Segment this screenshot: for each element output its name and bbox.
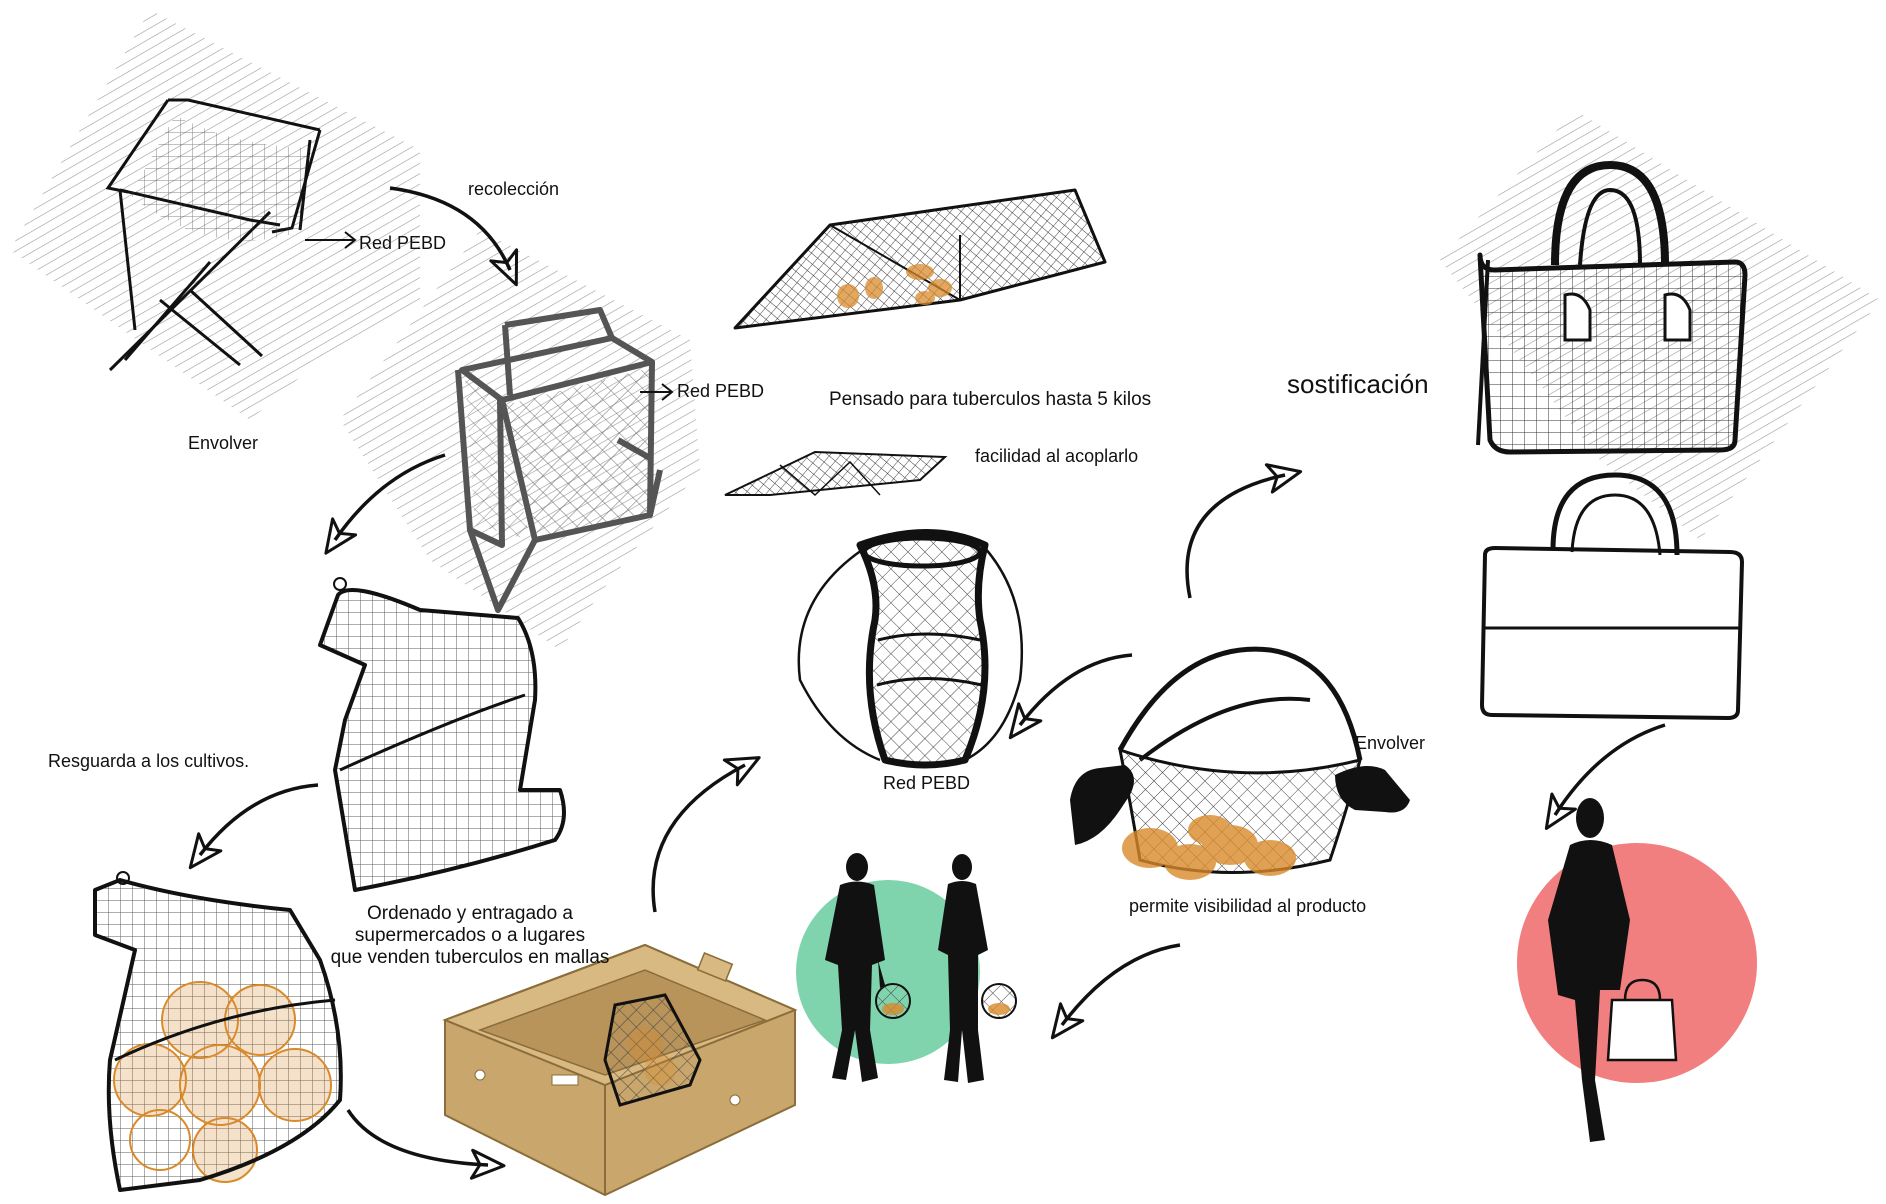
label-recoleccion: recolección bbox=[468, 179, 559, 200]
label-envolver-1: Envolver bbox=[188, 433, 258, 454]
mesh-tray-3d bbox=[735, 190, 1105, 328]
handbag-sketch bbox=[1440, 110, 1880, 540]
label-ordenado-line1: Ordenado y entragado a bbox=[300, 903, 640, 925]
label-ordenado-line3: que venden tuberculos en mallas bbox=[300, 947, 640, 969]
label-red-pebd-2: Red PEBD bbox=[677, 381, 764, 402]
label-red-pebd-1: Red PEBD bbox=[359, 233, 446, 254]
stool-sketch bbox=[10, 10, 420, 420]
arrow-bag-to-produce-bag bbox=[200, 785, 318, 855]
hands-holding-bag bbox=[1070, 649, 1410, 880]
label-resguarda: Resguarda a los cultivos. bbox=[48, 751, 249, 772]
arrow-hands-to-green-scene bbox=[1062, 945, 1180, 1025]
label-sostificacion: sostificación bbox=[1287, 370, 1429, 400]
arrow-hands-to-drum bbox=[1020, 655, 1132, 725]
label-red-pebd-3: Red PEBD bbox=[883, 773, 970, 794]
label-envolver-2: Envolver bbox=[1355, 733, 1425, 754]
label-ordenado: Ordenado y entragado a supermercados o a… bbox=[300, 903, 640, 969]
mesh-tray-folded bbox=[725, 452, 945, 495]
cardboard-crate bbox=[445, 945, 795, 1195]
mesh-drum-bag bbox=[799, 533, 1022, 766]
arrow-crate-to-drum bbox=[653, 765, 745, 912]
green-consumers-scene bbox=[796, 853, 1016, 1083]
arrow-hands-to-handbag bbox=[1187, 475, 1285, 598]
label-pensado: Pensado para tuberculos hasta 5 kilos bbox=[829, 389, 1151, 411]
red-consumer-scene bbox=[1517, 798, 1757, 1142]
left-hand-silhouette bbox=[1070, 765, 1134, 845]
label-ordenado-line2: supermercados o a lugares bbox=[300, 925, 640, 947]
label-facilidad: facilidad al acoplarlo bbox=[975, 446, 1138, 467]
arrow-handbag-to-woman bbox=[1555, 725, 1665, 815]
label-permite: permite visibilidad al producto bbox=[1129, 896, 1366, 917]
